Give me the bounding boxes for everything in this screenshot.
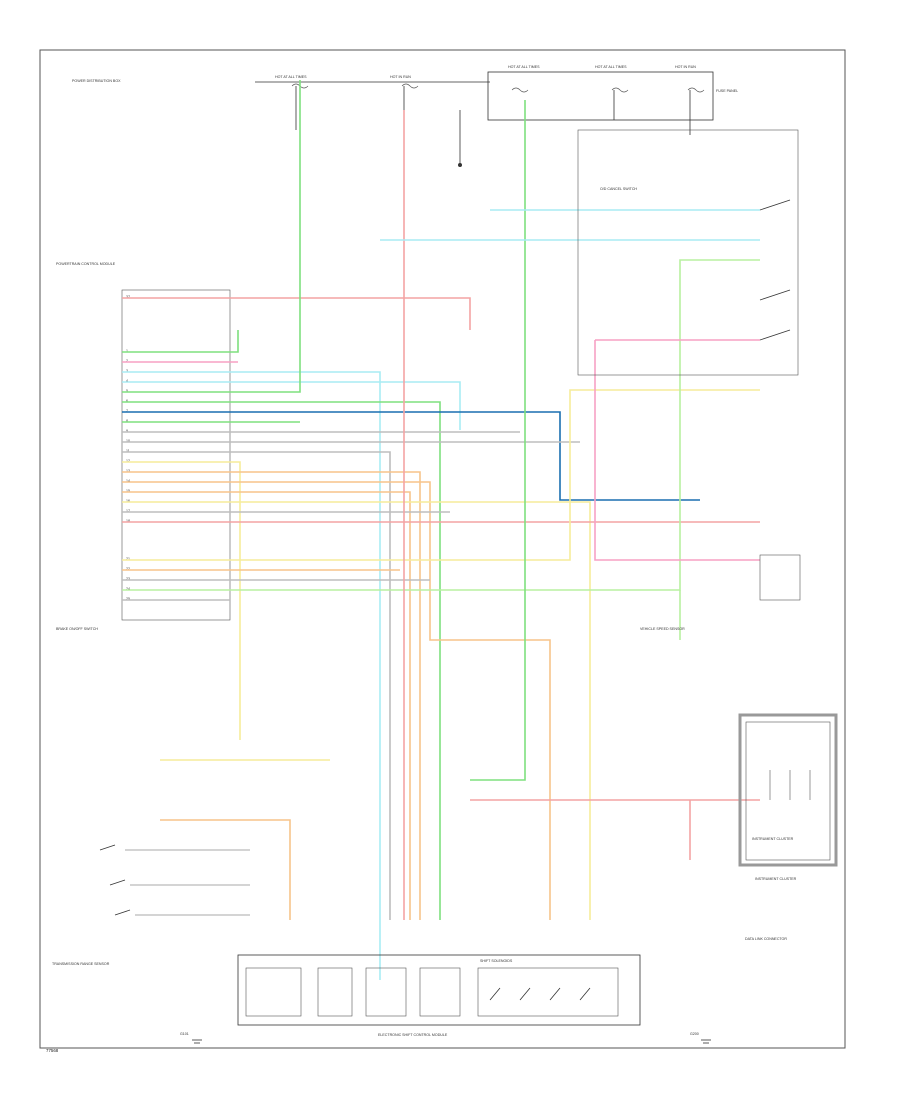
note-data-link: DATA LINK CONNECTOR bbox=[745, 937, 787, 941]
fuse-c-label: HOT AT ALL TIMES bbox=[508, 65, 540, 69]
svg-text:4: 4 bbox=[126, 379, 128, 383]
instrument-cluster: INSTRUMENT CLUSTER INSTRUMENT CLUSTER bbox=[738, 713, 838, 881]
fuse-symbol bbox=[291, 83, 705, 93]
fuse-b-label: HOT IN RUN bbox=[390, 75, 411, 79]
power-dist-label: POWER DISTRIBUTION BOX bbox=[72, 79, 121, 83]
diagram-border bbox=[39, 49, 846, 1049]
note-cluster: INSTRUMENT CLUSTER bbox=[755, 877, 797, 881]
right-switches: O/D CANCEL SWITCH bbox=[577, 129, 801, 601]
svg-text:18: 18 bbox=[126, 519, 130, 523]
ground-icon bbox=[192, 1039, 711, 1044]
bottom-module-label: ELECTRONIC SHIFT CONTROL MODULE bbox=[378, 1033, 448, 1037]
speed-sensor-label: VEHICLE SPEED SENSOR bbox=[640, 627, 685, 631]
page-id: 77568 bbox=[46, 1048, 59, 1053]
svg-text:1: 1 bbox=[126, 349, 128, 353]
fuse-panel-label: FUSE PANEL bbox=[716, 89, 738, 93]
svg-text:14: 14 bbox=[126, 479, 130, 483]
cluster-label: INSTRUMENT CLUSTER bbox=[752, 837, 794, 841]
svg-text:11: 11 bbox=[126, 449, 130, 453]
ground-right-label: G200 bbox=[690, 1032, 699, 1036]
svg-text:8: 8 bbox=[126, 419, 128, 423]
svg-text:24: 24 bbox=[126, 587, 130, 591]
lower-left: TRANSMISSION RANGE SENSOR VEHICLE SPEED … bbox=[52, 627, 787, 1036]
ecm-box-label: POWERTRAIN CONTROL MODULE bbox=[56, 262, 116, 266]
svg-text:6: 6 bbox=[126, 399, 128, 403]
trans-range-label: TRANSMISSION RANGE SENSOR bbox=[52, 962, 110, 966]
fuse-e-label: HOT IN RUN bbox=[675, 65, 696, 69]
wire-bundle bbox=[122, 80, 760, 980]
svg-text:22: 22 bbox=[126, 567, 130, 571]
svg-text:25: 25 bbox=[126, 597, 130, 601]
shift-solenoids-label: SHIFT SOLENOIDS bbox=[480, 959, 513, 963]
svg-text:21: 21 bbox=[126, 557, 130, 561]
connector-dot bbox=[458, 163, 462, 167]
svg-text:23: 23 bbox=[126, 577, 130, 581]
fuse-panel-area: HOT AT ALL TIMES HOT IN RUN HOT AT ALL T… bbox=[72, 65, 738, 167]
pcm-connector: POWERTRAIN CONTROL MODULE BRAKE ON/OFF S… bbox=[56, 262, 231, 631]
svg-text:5: 5 bbox=[126, 389, 128, 393]
svg-text:2: 2 bbox=[126, 359, 128, 363]
svg-text:3: 3 bbox=[126, 369, 128, 373]
svg-text:13: 13 bbox=[126, 469, 130, 473]
svg-text:12: 12 bbox=[126, 459, 130, 463]
svg-text:7: 7 bbox=[126, 409, 128, 413]
fuse-a-label: HOT AT ALL TIMES bbox=[275, 75, 307, 79]
ground-left-label: G101 bbox=[180, 1032, 189, 1036]
brake-switch-label: BRAKE ON/OFF SWITCH bbox=[56, 627, 98, 631]
o-d-switch-label: O/D CANCEL SWITCH bbox=[600, 187, 637, 191]
fuse-d-label: HOT AT ALL TIMES bbox=[595, 65, 627, 69]
svg-text:15: 15 bbox=[126, 489, 130, 493]
shift-module: ELECTRONIC SHIFT CONTROL MODULE SHIFT SO… bbox=[237, 954, 641, 1037]
svg-text:37: 37 bbox=[126, 295, 130, 299]
vertical-feeds bbox=[160, 100, 760, 920]
svg-text:16: 16 bbox=[126, 499, 130, 503]
svg-text:9: 9 bbox=[126, 429, 128, 433]
svg-text:17: 17 bbox=[126, 509, 130, 513]
svg-text:10: 10 bbox=[126, 439, 130, 443]
